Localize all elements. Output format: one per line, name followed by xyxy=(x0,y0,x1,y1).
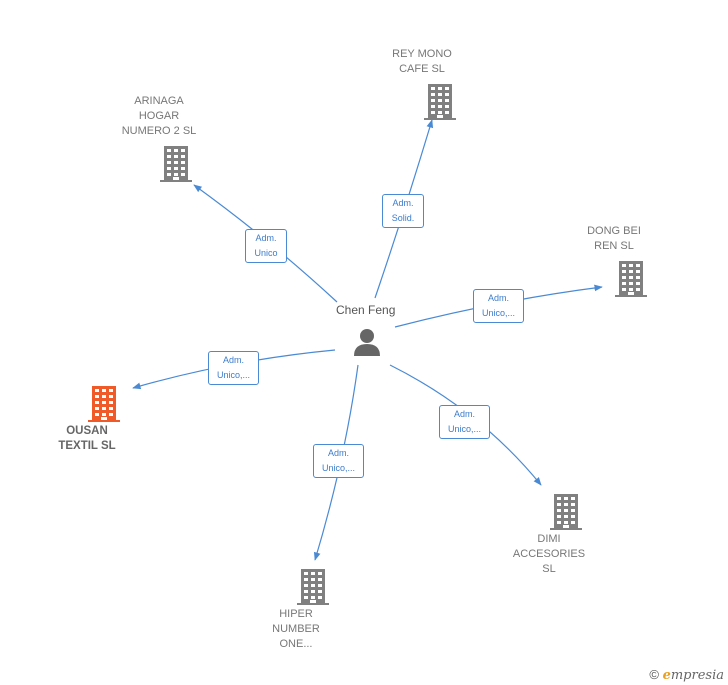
relation-badge-ousan[interactable]: Adm. Unico,... xyxy=(208,351,259,385)
person-icon[interactable] xyxy=(352,327,382,357)
building-icon-dimi[interactable] xyxy=(550,494,582,535)
building-icon-rey-mono[interactable] xyxy=(424,84,456,125)
brand-logo: empresia xyxy=(662,668,724,683)
company-label-arinaga[interactable]: ARINAGA HOGAR NUMERO 2 SL xyxy=(121,95,197,137)
company-label-hiper[interactable]: HIPER NUMBER ONE... xyxy=(272,608,320,650)
building-icon-dong-bei[interactable] xyxy=(615,261,647,302)
relation-badge-dong-bei[interactable]: Adm. Unico,... xyxy=(473,289,524,323)
building-icon-ousan[interactable] xyxy=(88,386,120,427)
center-person-name[interactable]: Chen Feng xyxy=(336,303,396,317)
footer-brand: © empresia xyxy=(649,667,724,683)
relation-badge-arinaga[interactable]: Adm. Unico xyxy=(245,229,287,263)
relation-badge-rey-mono[interactable]: Adm. Solid. xyxy=(382,194,424,228)
relation-badge-dimi[interactable]: Adm. Unico,... xyxy=(439,405,490,439)
company-label-dimi[interactable]: DIMI ACCESORIES SL xyxy=(512,533,586,575)
company-label-ousan[interactable]: OUSAN TEXTIL SL xyxy=(58,425,116,452)
building-icon-arinaga[interactable] xyxy=(160,146,192,187)
building-icon-hiper[interactable] xyxy=(297,569,329,610)
company-label-rey-mono[interactable]: REY MONO CAFE SL xyxy=(392,48,452,75)
copyright-icon: © xyxy=(649,667,659,682)
company-label-dong-bei[interactable]: DONG BEI REN SL xyxy=(587,225,641,252)
relation-badge-hiper[interactable]: Adm. Unico,... xyxy=(313,444,364,478)
